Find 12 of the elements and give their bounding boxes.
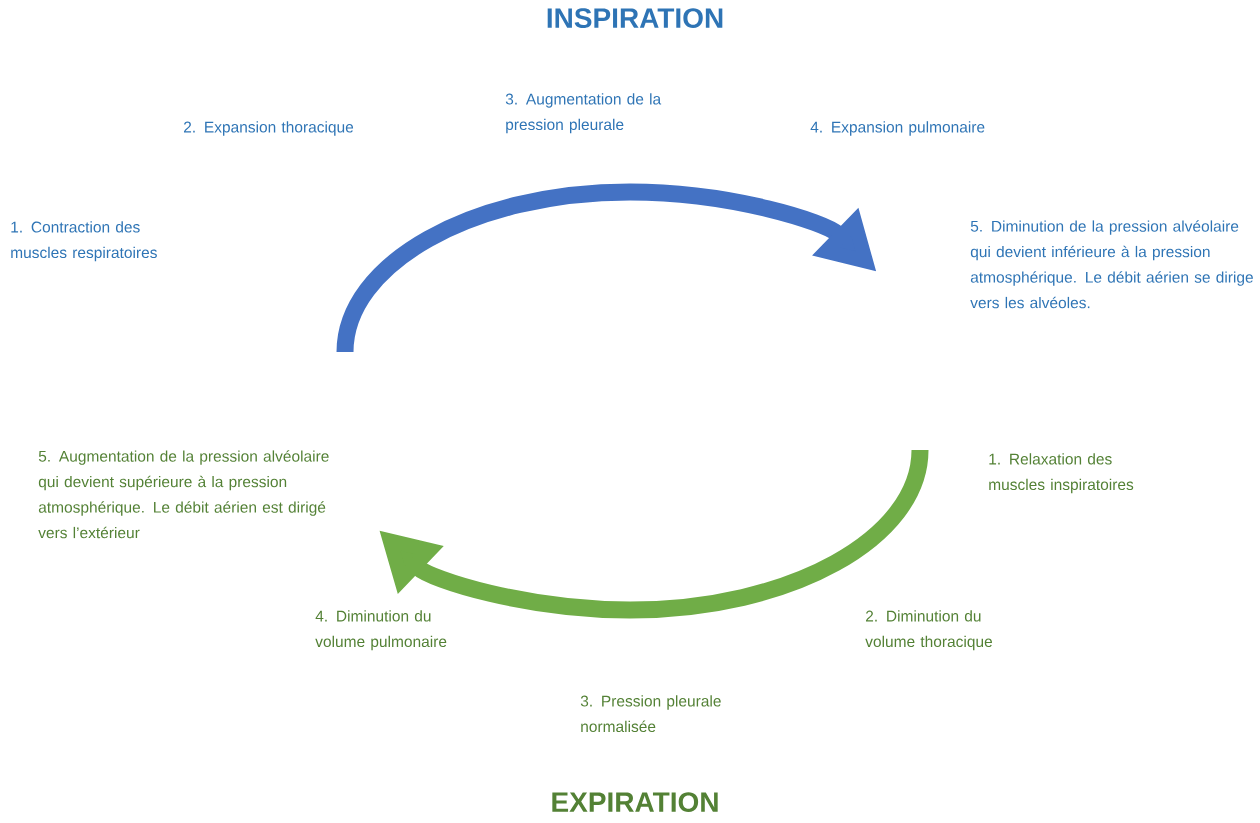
step-text: 4. Expansion pulmonaire	[810, 121, 985, 136]
step-text: 5. Augmentation de la pression alvéolaire qui devient supérieure à la pression atmosphérique. Le débit aérien est dirigé vers l’extérieur	[38, 450, 329, 539]
step-text: 4. Diminution du volume pulmonaire	[315, 610, 447, 651]
step-text: 5. Diminution de la pression alvéolaire qui devient inférieure à la pression atmosphérique. Le débit aérien se dirige vers les alvéoles.	[970, 220, 1253, 309]
step-text: 2. Expansion thoracique	[184, 121, 354, 136]
step-text: 3. Augmentation de la pression pleurale	[505, 93, 662, 134]
step-text: 1. Relaxation des muscles inspiratoires	[989, 453, 1134, 494]
step-text: 3. Pression pleurale normalisée	[580, 695, 721, 733]
title: INSPIRATION	[547, 8, 723, 28]
step-text: 2. Diminution du volume thoracique	[865, 610, 992, 651]
step-text: 1. Contraction des muscles respiratoires	[11, 221, 157, 262]
title: EXPIRATION	[552, 792, 718, 812]
